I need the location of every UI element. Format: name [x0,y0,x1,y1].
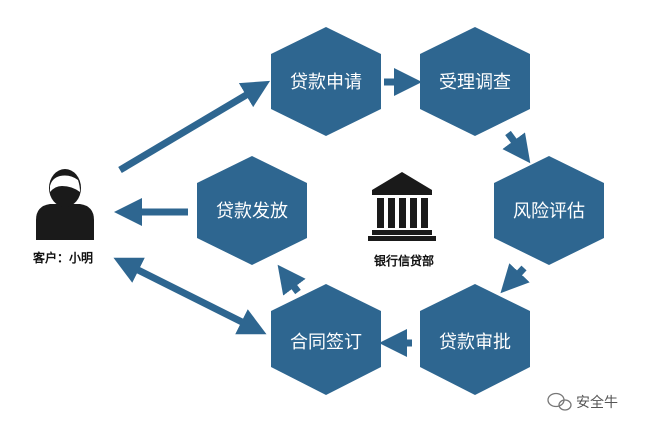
wechat-icon [547,392,572,411]
bank-icon [368,172,436,241]
step-label-risk: 风险评估 [513,201,585,222]
arrow-review-to-risk [502,130,531,164]
arrow-risk-to-approval [500,263,530,294]
hex-step-review: 受理调查 [420,27,530,136]
hex-step-contract: 合同签订 [271,284,381,395]
hex-step-risk: 风险评估 [494,156,604,265]
step-label-contract: 合同签订 [290,332,362,353]
step-label-approval: 贷款审批 [439,332,511,353]
arrow-contract-to-disburse [277,264,306,296]
hex-step-apply: 贷款申请 [271,27,381,136]
hex-step-disburse: 贷款发放 [197,156,307,265]
step-label-disburse: 贷款发放 [216,201,288,222]
customer-label: 客户：小明 [32,250,93,265]
watermark-label: 安全牛 [576,394,618,411]
arrow-customer-to-apply [118,80,271,174]
arrow-customer-contract-bidirectional [113,257,267,335]
step-label-review: 受理调查 [439,72,511,93]
person-icon [36,169,94,240]
step-label-apply: 贷款申请 [290,72,362,93]
hex-step-approval: 贷款审批 [420,284,530,395]
center-label: 银行信贷部 [374,253,434,268]
flow-arrows [113,68,531,357]
